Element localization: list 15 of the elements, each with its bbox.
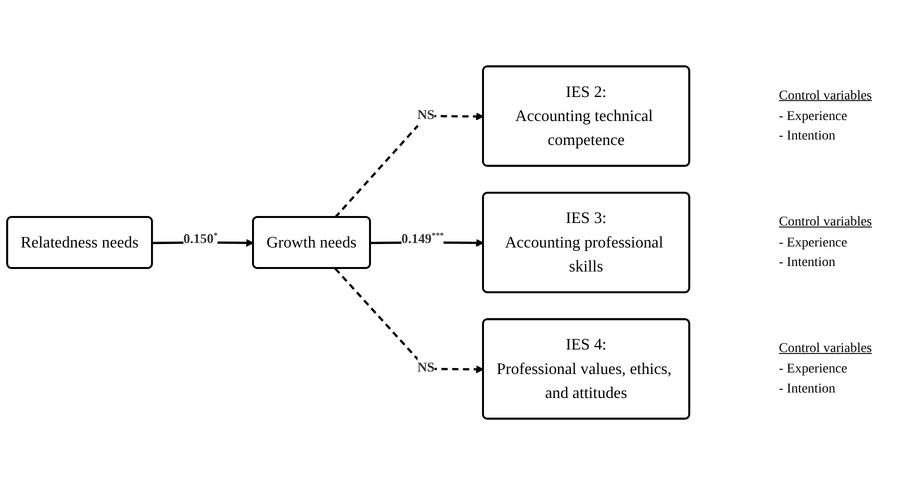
edge-label: 0.149$^{***}$ bbox=[401, 230, 444, 247]
node-label: - Intention bbox=[778, 128, 836, 144]
edge-label: NS bbox=[417, 360, 435, 376]
arrow bbox=[334, 268, 484, 374]
node-label: Control variables bbox=[778, 88, 872, 103]
node-label: Control variables bbox=[778, 214, 872, 230]
node-label: - Experience bbox=[778, 235, 848, 250]
node-label: - Intention bbox=[778, 255, 836, 270]
edge-label: 0.150$^{*}$ bbox=[183, 230, 218, 247]
node-label: Control variables bbox=[778, 341, 872, 356]
edge-label: NS bbox=[417, 108, 435, 122]
arrow bbox=[334, 112, 484, 218]
node-label: - Experience bbox=[778, 108, 848, 124]
node-label: - Experience bbox=[778, 362, 848, 376]
node-label: - Intention bbox=[778, 382, 836, 396]
